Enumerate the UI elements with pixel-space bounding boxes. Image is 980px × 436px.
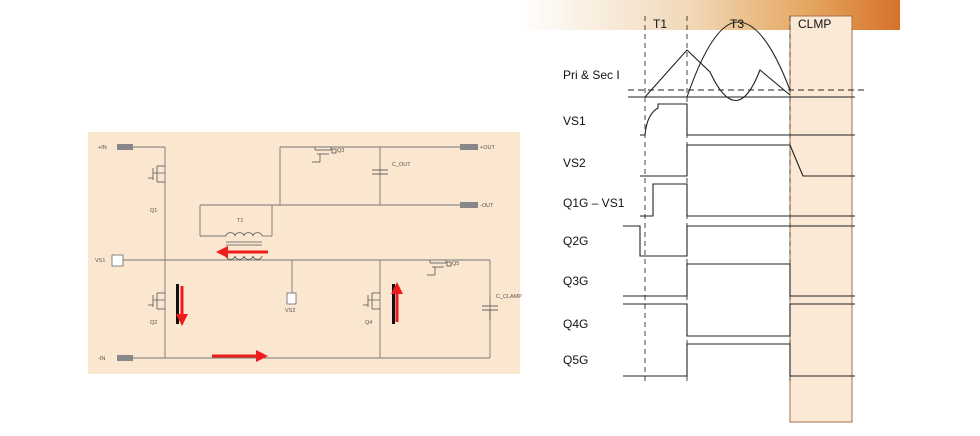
signal-labels: Pri & Sec I VS1 VS2 Q1G – VS1 Q2G Q3G Q4… (563, 68, 625, 367)
waveform-pri-sec-current (628, 21, 868, 101)
arrow-head-down (176, 314, 188, 326)
vs1-probe (111, 254, 124, 267)
schematic-wires (123, 146, 491, 359)
schematic: +IN -IN +OUT -OUT VS1 VS2 Q1 Q2 Q3 Q4 Q5… (88, 132, 522, 374)
phase-label-t3: T3 (730, 17, 744, 31)
mosfet-q5 (427, 260, 452, 276)
terminal-in-pos (117, 144, 133, 150)
capacitor-c-out (372, 169, 388, 175)
waveform-q3g (623, 263, 855, 297)
label-vs1: VS1 (95, 258, 105, 264)
switch-bar-q4 (392, 284, 395, 324)
label-q1g-vs1: Q1G – VS1 (563, 196, 625, 210)
arrow-head-left (216, 246, 228, 258)
label-vs2-signal: VS2 (563, 156, 586, 170)
label-vs1-signal: VS1 (563, 114, 586, 128)
mosfet-q3 (312, 147, 337, 163)
schematic-labels: +IN -IN +OUT -OUT VS1 VS2 Q1 Q2 Q3 Q4 Q5… (95, 145, 522, 362)
waveforms (623, 21, 868, 377)
label-in-neg: -IN (98, 356, 105, 362)
label-q5g: Q5G (563, 353, 588, 367)
label-vs2: VS2 (285, 308, 295, 314)
current-arrows (176, 246, 403, 362)
waveform-vs2 (640, 144, 855, 177)
label-q3: Q3 (337, 148, 344, 154)
waveform-vs1 (640, 103, 855, 136)
label-q5: Q5 (452, 261, 459, 267)
label-pri-sec-i: Pri & Sec I (563, 68, 620, 82)
label-q3g: Q3G (563, 274, 588, 288)
label-c-clamp: C_CLAMP (496, 294, 522, 300)
schematic-panel (88, 132, 520, 374)
label-q4: Q4 (365, 320, 372, 326)
label-out-neg: -OUT (480, 203, 494, 209)
mosfet-q2 (148, 292, 165, 310)
label-c-out: C_OUT (392, 162, 411, 168)
arrow-head-up (391, 282, 403, 294)
label-out-pos: +OUT (480, 145, 495, 151)
terminal-in-neg (117, 355, 133, 361)
terminal-out-pos (460, 144, 478, 150)
label-in-pos: +IN (98, 145, 107, 151)
label-q4g: Q4G (563, 317, 588, 331)
waveform-q1g-vs1 (640, 183, 855, 217)
arrow-head-right (256, 350, 268, 362)
switch-bar-q2 (176, 284, 179, 324)
waveform-q4g (623, 303, 855, 337)
label-q1: Q1 (150, 208, 157, 214)
terminal-out-neg (460, 202, 478, 208)
timing-diagram: T1 T3 CLMP Pri (563, 15, 868, 423)
mosfet-q4 (363, 292, 380, 310)
waveform-q5g (623, 343, 855, 377)
phase-label-clmp: CLMP (798, 17, 831, 31)
transformer-t1 (225, 232, 263, 260)
label-q2: Q2 (150, 320, 157, 326)
clamp-region (789, 15, 853, 423)
label-t1: T1 (237, 218, 243, 224)
vs2-probe (286, 292, 297, 305)
mosfet-q1 (148, 165, 165, 183)
waveform-q2g (623, 225, 855, 257)
capacitor-c-clamp (482, 305, 498, 320)
label-q2g: Q2G (563, 234, 588, 248)
phase-label-t1: T1 (653, 17, 667, 31)
